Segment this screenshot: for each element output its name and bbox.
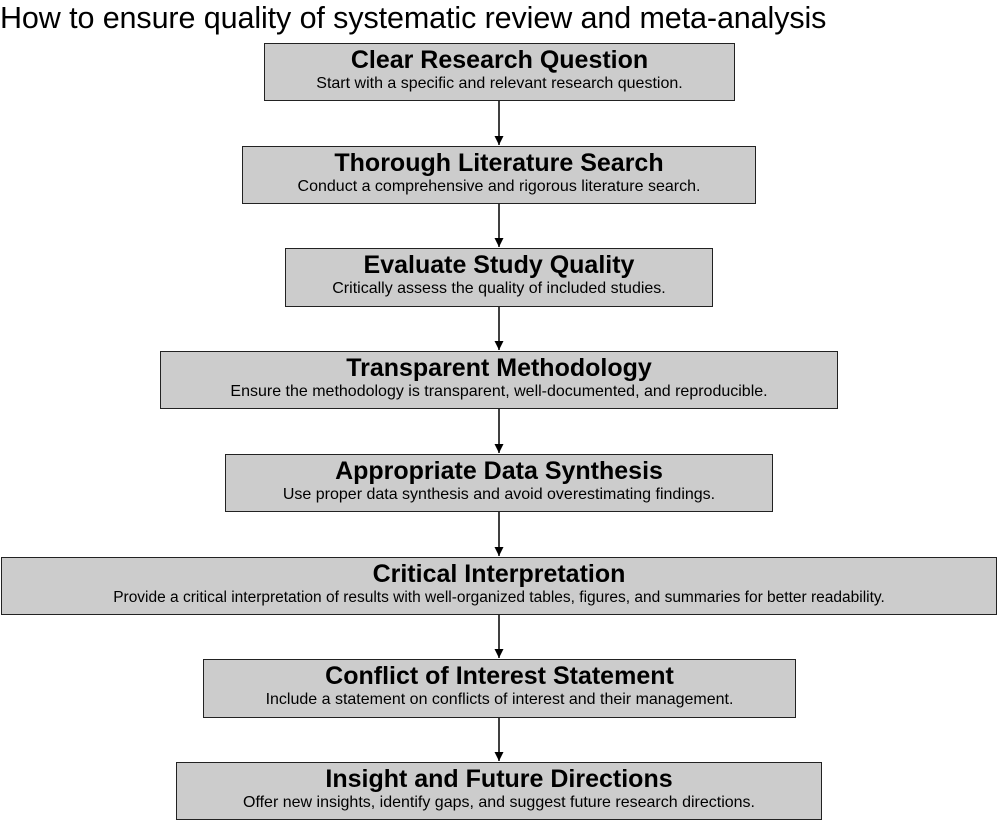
step-description: Include a statement on conflicts of inte… [265,691,734,708]
step-conflict-of-interest-statement: Conflict of Interest Statement Include a… [203,659,796,718]
step-title: Appropriate Data Synthesis [335,457,663,485]
step-description: Start with a specific and relevant resea… [316,75,683,92]
step-description: Ensure the methodology is transparent, w… [230,383,768,400]
step-title: Transparent Methodology [346,354,652,382]
step-critical-interpretation: Critical Interpretation Provide a critic… [1,557,997,615]
step-title: Evaluate Study Quality [363,251,635,279]
step-thorough-literature-search: Thorough Literature Search Conduct a com… [242,146,756,204]
step-description: Offer new insights, identify gaps, and s… [243,794,755,811]
step-clear-research-question: Clear Research Question Start with a spe… [264,43,735,101]
step-transparent-methodology: Transparent Methodology Ensure the metho… [160,351,838,409]
step-title: Thorough Literature Search [334,149,664,177]
step-description: Provide a critical interpretation of res… [113,589,885,606]
step-description: Conduct a comprehensive and rigorous lit… [297,178,701,195]
step-title: Insight and Future Directions [325,765,673,793]
step-evaluate-study-quality: Evaluate Study Quality Critically assess… [285,248,713,307]
step-title: Clear Research Question [350,46,649,74]
step-description: Critically assess the quality of include… [332,280,666,297]
step-description: Use proper data synthesis and avoid over… [282,486,716,503]
step-insight-and-future-directions: Insight and Future Directions Offer new … [176,762,822,820]
step-title: Critical Interpretation [372,560,626,588]
diagram-title: How to ensure quality of systematic revi… [0,1,827,35]
step-title: Conflict of Interest Statement [325,662,674,690]
step-appropriate-data-synthesis: Appropriate Data Synthesis Use proper da… [225,454,773,512]
